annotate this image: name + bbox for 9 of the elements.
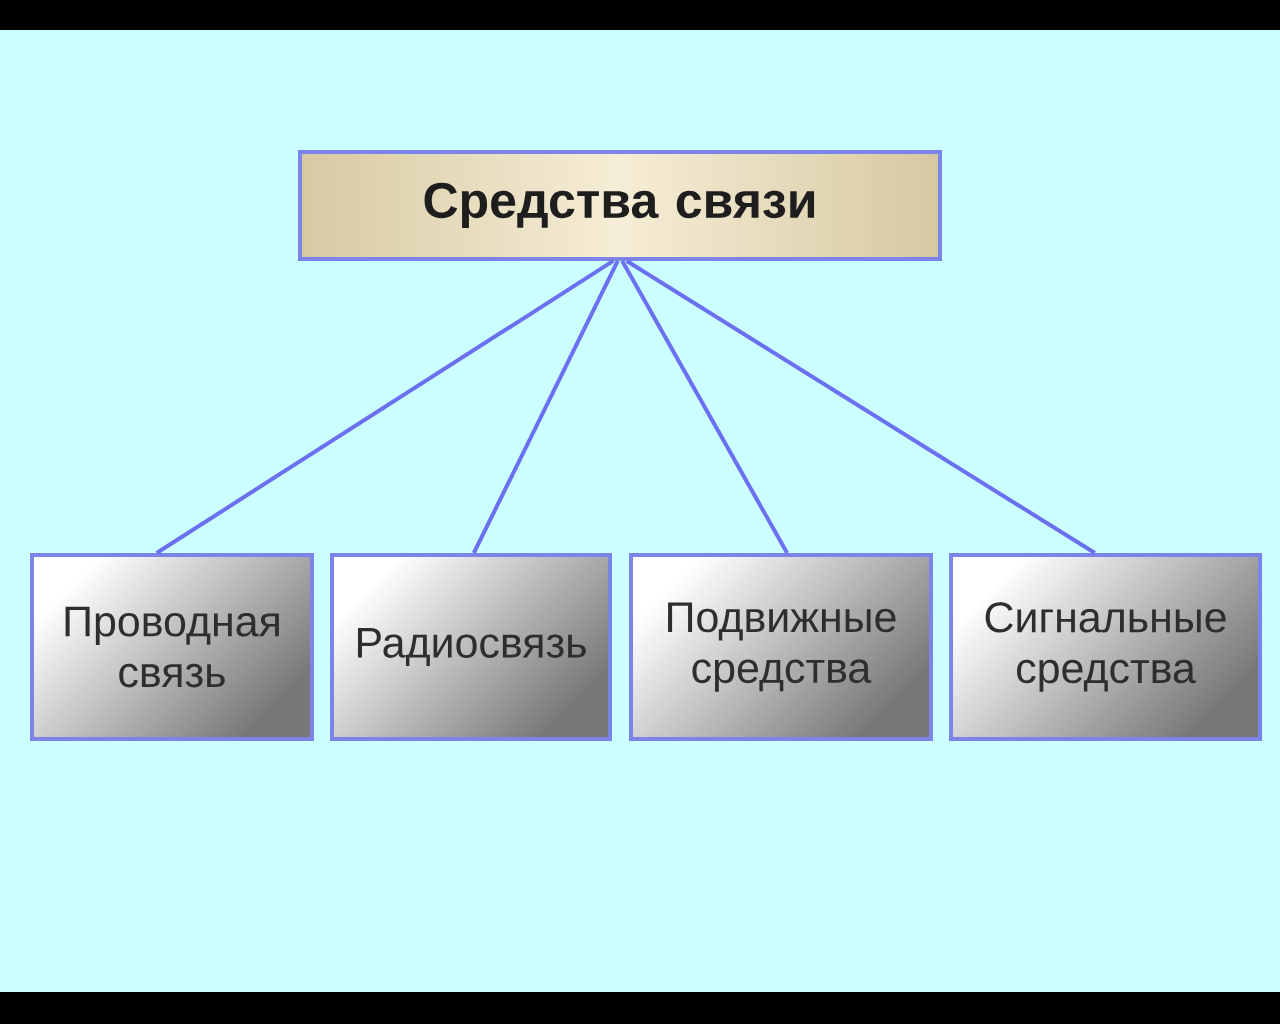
category-box: Радиосвязь xyxy=(330,553,612,741)
category-box: Подвижные средства xyxy=(629,553,933,741)
category-box: Проводная связь xyxy=(30,553,314,741)
category-box: Сигнальные средства xyxy=(949,553,1263,741)
connector-line xyxy=(155,259,615,555)
connector-line xyxy=(620,259,789,554)
title-box: Средства связи xyxy=(298,150,942,261)
connector-line xyxy=(472,260,620,554)
connector-line xyxy=(625,259,1096,555)
